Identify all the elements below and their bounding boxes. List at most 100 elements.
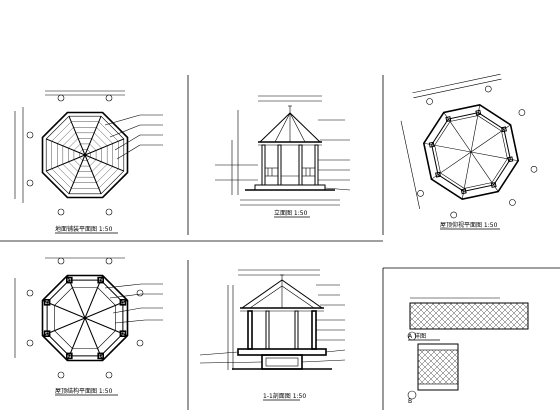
column-marker [119, 299, 127, 306]
axis-bubbles [26, 94, 113, 216]
roof-reflected-plan-title: 屋顶仰视平面图 1:50 [440, 221, 498, 229]
hatch-line [431, 357, 458, 384]
radial-joint [46, 154, 86, 172]
leader-lines [215, 119, 351, 191]
hatch-line [449, 350, 458, 359]
paving-course [96, 127, 113, 144]
paving-course [62, 132, 76, 146]
hatch-line [474, 350, 508, 384]
hatch-line [468, 350, 502, 384]
hatch-line [515, 316, 528, 329]
hatch-line [455, 350, 458, 353]
paving-course [73, 159, 81, 167]
hatch-line [474, 350, 508, 384]
paving-course [89, 143, 97, 151]
paving-course [68, 138, 79, 149]
paving-course [79, 157, 83, 161]
hatch-line [425, 351, 458, 384]
radial-joint [68, 154, 86, 194]
rafter [470, 124, 511, 153]
paving-course [89, 159, 97, 167]
column-marker [43, 330, 51, 337]
base-platform [245, 184, 335, 191]
hatch-line [418, 350, 425, 357]
hatch-line [443, 369, 458, 384]
hatch-line [546, 303, 560, 329]
rafter [443, 112, 472, 153]
hatch-line [418, 377, 425, 384]
hatch-line [449, 375, 458, 384]
column-marker [66, 352, 73, 360]
hatch-line [515, 303, 528, 316]
outer-octagon [41, 111, 129, 199]
hatch-line [462, 350, 496, 384]
column-marker [43, 299, 51, 306]
hatch-line [534, 303, 560, 329]
hatch-line [486, 350, 520, 384]
paving-course [91, 138, 102, 149]
hatch-line [534, 303, 560, 329]
hatch-line [468, 350, 502, 384]
column-marker [500, 126, 507, 133]
hatch-line [410, 303, 435, 328]
hatch-line [462, 350, 496, 384]
paving-course [87, 157, 91, 161]
radial-joint [84, 138, 124, 156]
roof [258, 105, 322, 146]
hatch-line [480, 350, 514, 384]
radial-joint [84, 154, 102, 194]
paving-course [98, 168, 119, 189]
dimension-lines [14, 90, 125, 203]
hatch-line [410, 322, 417, 329]
hatch-line [418, 350, 437, 369]
paving-course [68, 161, 79, 172]
columns [247, 310, 317, 350]
column-marker [97, 352, 104, 360]
paving-course [62, 164, 76, 178]
hatch-line [413, 303, 441, 329]
panel-dividers [0, 75, 560, 410]
railings [265, 167, 315, 177]
paving-course [51, 168, 72, 189]
columns [261, 144, 319, 186]
hatch-line [443, 350, 458, 365]
hatch-line [418, 383, 419, 384]
radial-joint [84, 154, 124, 172]
hatch-line [410, 303, 429, 322]
foundation [232, 348, 332, 370]
hatch-line [419, 303, 447, 329]
floor-paving-plan-title: 地面铺装平面图 1:50 [55, 225, 113, 233]
column-marker [460, 188, 467, 195]
paving-course [57, 166, 74, 183]
hatch-line [418, 350, 419, 351]
hatch-line [418, 371, 431, 384]
hatch-line [418, 350, 449, 381]
rafters [423, 104, 519, 200]
radial-joint [84, 116, 102, 156]
hatch-line [431, 303, 459, 329]
hatch-line [540, 303, 560, 329]
roof-structure-plan [14, 257, 163, 379]
roof-structure-plan-title: 屋顶结构平面图 1:50 [55, 387, 113, 395]
detail-b-title: B [408, 398, 412, 405]
hatch-lines [410, 303, 560, 329]
rafter [461, 151, 472, 200]
column-marker [490, 181, 497, 188]
hatch-line [437, 303, 465, 329]
column-marker [119, 330, 127, 337]
rafter [431, 151, 472, 180]
paving-course [73, 143, 81, 151]
crosshatch-pattern [410, 303, 560, 329]
hatch-line [485, 303, 513, 329]
column-marker [475, 109, 482, 116]
hatch-line [540, 303, 560, 329]
hatch-line [521, 303, 528, 310]
radial-joint [68, 116, 86, 156]
detail-a-title: A 详图 [408, 332, 426, 340]
radial-joint [46, 138, 86, 156]
front-elevation-title: 立面图 1:50 [274, 209, 308, 217]
hatch-line [473, 303, 501, 329]
paving-course [51, 121, 72, 142]
paving-course [79, 149, 83, 153]
